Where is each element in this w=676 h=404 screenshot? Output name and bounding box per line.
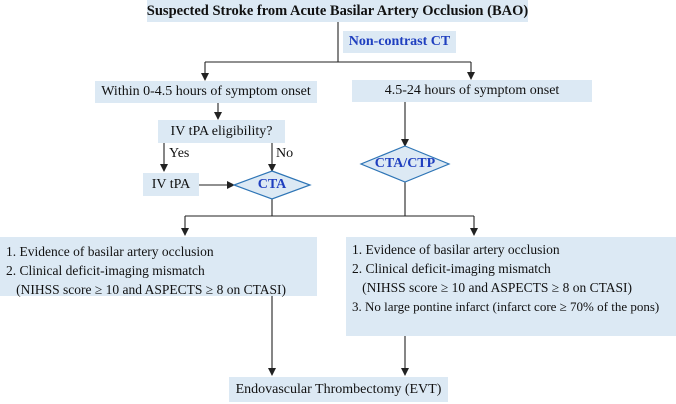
right-criteria-item: 3. No large pontine infarct (infarct cor… <box>352 299 660 314</box>
cta-diamond <box>232 170 312 200</box>
left-criteria-item: (NIHSS score ≥ 10 and ASPECTS ≥ 8 on CTA… <box>6 282 286 297</box>
cta-label: CTA <box>257 177 287 192</box>
left-branch-box: Within 0-4.5 hours of symptom onset <box>95 81 317 103</box>
right-branch-label: 4.5-24 hours of symptom onset <box>384 83 560 98</box>
left-criteria-item: 2. Clinical deficit-imaging mismatch <box>6 263 205 278</box>
iv-tpa-box: IV tPA <box>143 173 199 196</box>
iv-tpa-label: IV tPA <box>151 176 191 192</box>
outcome-box: Endovascular Thrombectomy (EVT) <box>229 377 448 402</box>
right-criteria-box: 1. Evidence of basilar artery occlusion … <box>346 237 676 336</box>
left-branch-label: Within 0-4.5 hours of symptom onset <box>101 84 311 99</box>
title-text: Suspected Stroke from Acute Basilar Arte… <box>146 2 529 19</box>
outcome-label: Endovascular Thrombectomy (EVT) <box>235 381 442 397</box>
eligibility-label: IV tPA eligibility? <box>170 123 273 139</box>
left-criteria-box: 1. Evidence of basilar artery occlusion … <box>0 237 317 297</box>
cta-ctp-diamond <box>359 145 451 183</box>
right-criteria-item: (NIHSS score ≥ 10 and ASPECTS ≥ 8 on CTA… <box>352 280 632 295</box>
eligibility-box: IV tPA eligibility? <box>158 120 285 143</box>
yes-label: Yes <box>169 146 190 161</box>
no-label: No <box>276 146 294 161</box>
ct-box: Non-contrast CT <box>343 31 456 53</box>
right-criteria-item: 2. Clinical deficit-imaging mismatch <box>352 261 551 276</box>
title-box: Suspected Stroke from Acute Basilar Arte… <box>147 0 528 22</box>
right-branch-box: 4.5-24 hours of symptom onset <box>352 80 592 102</box>
right-criteria-item: 1. Evidence of basilar artery occlusion <box>352 242 560 257</box>
cta-ctp-label: CTA/CTP <box>374 156 436 171</box>
left-criteria-item: 1. Evidence of basilar artery occlusion <box>6 244 214 259</box>
ct-label: Non-contrast CT <box>348 34 451 49</box>
